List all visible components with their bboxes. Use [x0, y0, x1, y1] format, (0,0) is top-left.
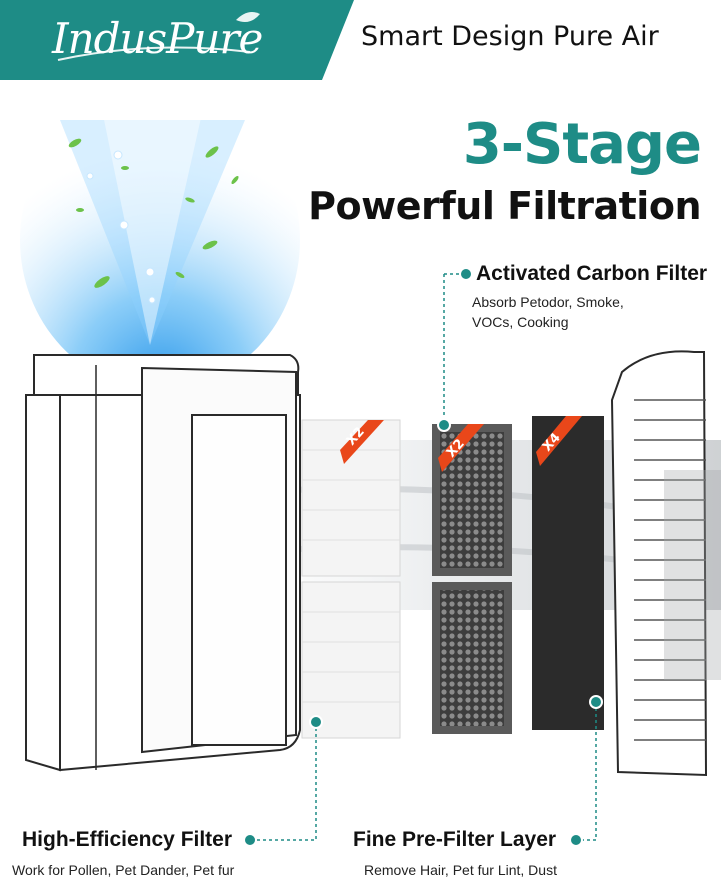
pre-filter [532, 416, 604, 730]
front-grille [610, 350, 721, 777]
prefilter-title: Fine Pre-Filter Layer [353, 828, 557, 851]
leaf-particles [68, 138, 239, 288]
carbon-filter [432, 424, 512, 734]
badge-ribbon [340, 420, 384, 464]
clean-air-flow [20, 90, 300, 390]
carbon-filter-desc-1: Absorb Petodor, Smoke, [472, 294, 624, 310]
prefilter-desc: Remove Hair, Pet fur Lint, Dust [364, 862, 557, 878]
header-banner: IndusPure Smart Design Pure Air [0, 0, 721, 80]
hepa-filter [301, 419, 401, 739]
air-bubbles [86, 150, 156, 304]
headline-stage: 3-Stage [462, 112, 702, 177]
leaf-icon [236, 12, 260, 22]
headline-filtration: Powerful Filtration [308, 184, 701, 228]
brand-tagline: Smart Design Pure Air [361, 21, 659, 52]
callout-dots [243, 267, 603, 847]
hepa-filter-desc: Work for Pollen, Pet Dander, Pet fur [12, 862, 235, 878]
purifier-body [25, 354, 301, 772]
carbon-filter-title: Activated Carbon Filter [476, 262, 708, 285]
carbon-filter-desc-2: VOCs, Cooking [472, 314, 569, 330]
hepa-filter-title: High-Efficiency Filter [22, 828, 233, 851]
logo-background [0, 0, 354, 80]
brand-logo: IndusPure [52, 14, 263, 63]
